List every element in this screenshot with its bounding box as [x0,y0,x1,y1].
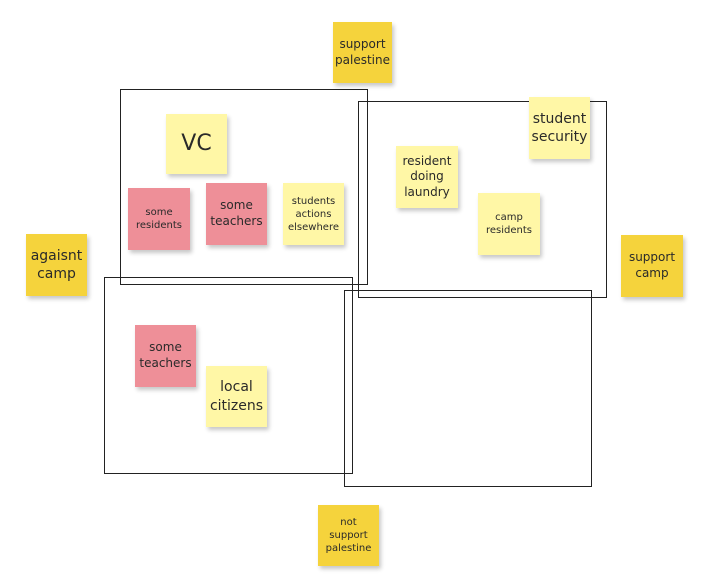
axis-note-support-palestine[interactable]: support palestine [333,22,392,83]
note-local-citizens[interactable]: local citizens [206,366,267,427]
axis-note-against-camp[interactable]: agaisnt camp [26,234,87,296]
quadrant-top-left-frame [120,89,368,285]
axis-note-support-camp[interactable]: support camp [621,235,683,297]
axis-note-not-support-palestine[interactable]: not support palestine [318,505,379,566]
quadrant-bottom-left-frame [104,277,353,474]
note-some-teachers-top[interactable]: some teachers [206,183,267,245]
quadrant-bottom-right-frame [344,290,592,487]
note-some-teachers-bottom[interactable]: some teachers [135,325,196,387]
note-resident-doing-laundry[interactable]: resident doing laundry [396,146,458,208]
quadrant-top-right-frame [358,101,607,298]
note-vc[interactable]: VC [166,114,227,174]
note-camp-residents[interactable]: camp residents [478,193,540,255]
note-student-security[interactable]: student security [529,97,590,159]
note-some-residents[interactable]: some residents [128,188,190,250]
note-students-actions-elsewhere[interactable]: students actions elsewhere [283,183,344,245]
